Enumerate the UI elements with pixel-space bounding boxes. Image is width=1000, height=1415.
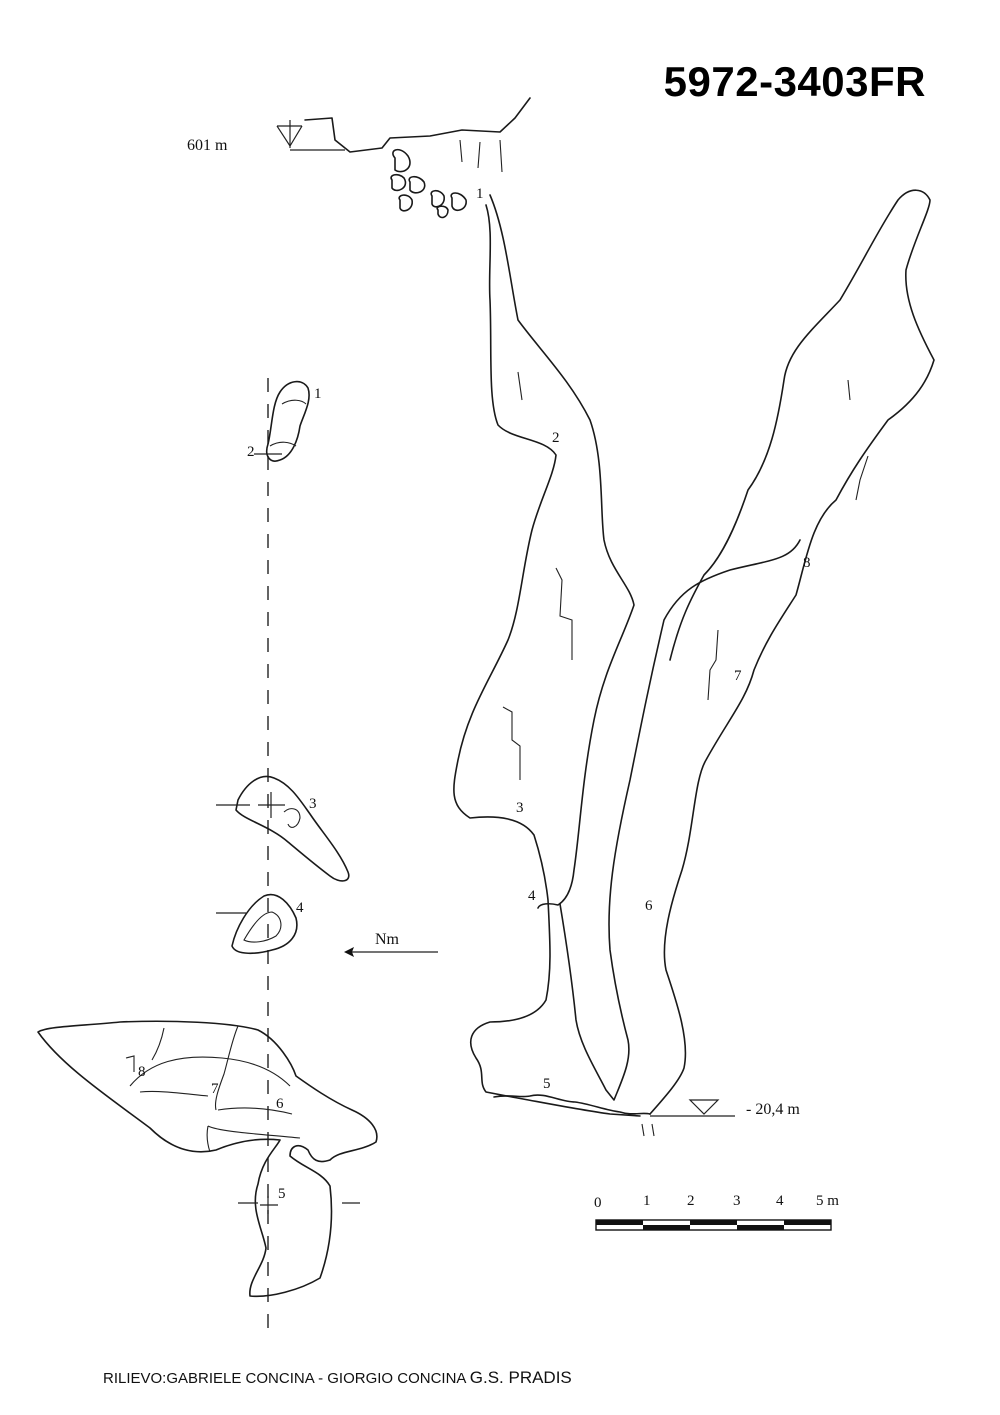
page-title: 5972-3403FR [663, 58, 926, 105]
bottom-rubble [493, 1094, 651, 1115]
plan-station-3: 3 [309, 796, 317, 812]
profile-station-2: 2 [552, 430, 560, 446]
profile-station-1: 1 [476, 186, 484, 202]
bottom-depth-label: - 20,4 m [746, 1101, 800, 1118]
scale-tick-1: 1 [643, 1193, 651, 1209]
plan-chamber-cross-sections [125, 1025, 301, 1153]
north-arrow [344, 947, 438, 957]
profile-section: 601 m - 20,4 m 1 2 3 4 5 6 [187, 97, 935, 1137]
scale-tick-4: 4 [776, 1193, 784, 1209]
credits-group: G.S. PRADIS [469, 1368, 572, 1387]
plan-section-4 [231, 893, 298, 955]
scale-bar: 0 1 2 3 4 5 m [594, 1193, 839, 1231]
left-ledge-2 [502, 706, 521, 780]
scale-tick-3: 3 [733, 1193, 741, 1209]
plan-station-7: 7 [211, 1081, 219, 1097]
survey-credits: RILIEVO:GABRIELE CONCINA - GIORGIO CONCI… [103, 1368, 572, 1388]
bottom-continuation [641, 1123, 655, 1137]
plan-shaft-1-2 [265, 380, 310, 462]
entrance-rubble [390, 148, 467, 219]
plan-station-4: 4 [296, 900, 304, 916]
left-passage-inner-wall [489, 194, 635, 909]
scale-tick-0: 0 [594, 1195, 602, 1211]
middle-passage-outline [559, 539, 801, 1101]
entrance-surface [304, 97, 531, 153]
profile-station-3: 3 [516, 800, 524, 816]
profile-station-5: 5 [543, 1076, 551, 1092]
plan-view: 1 2 3 4 Nm 5 6 7 8 [37, 378, 438, 1338]
entrance-elevation-label: 601 m [187, 137, 228, 154]
profile-station-6: 6 [645, 898, 653, 914]
north-arrow-label: Nm [375, 931, 400, 948]
plan-station-5: 5 [278, 1186, 286, 1202]
profile-station-4: 4 [528, 888, 536, 904]
plan-section-3 [235, 775, 350, 882]
plan-station-2: 2 [247, 444, 255, 460]
plan-station-8: 8 [138, 1064, 146, 1080]
right-passage-outline [649, 189, 935, 1115]
profile-station-7: 7 [734, 668, 742, 684]
scale-tick-5: 5 m [816, 1193, 839, 1209]
left-ledge [555, 567, 573, 660]
bottom-depth-marker [650, 1099, 735, 1117]
profile-station-8: 8 [803, 555, 811, 571]
scale-tick-2: 2 [687, 1193, 695, 1209]
plan-station-1: 1 [314, 386, 322, 402]
plan-station-6: 6 [276, 1096, 284, 1112]
plan-main-chamber [37, 1020, 378, 1298]
right-ledge-2 [847, 379, 851, 401]
credits-prefix: RILIEVO: [103, 1370, 167, 1387]
entrance-ledges [459, 139, 503, 173]
right-ledge [855, 455, 869, 501]
entrance-marker [276, 120, 345, 151]
credits-surveyors: GABRIELE CONCINA - GIORGIO CONCINA [166, 1370, 466, 1387]
right-ledge-3 [707, 629, 719, 701]
left-ledge-3 [517, 371, 523, 401]
left-passage-outline [453, 204, 641, 1117]
